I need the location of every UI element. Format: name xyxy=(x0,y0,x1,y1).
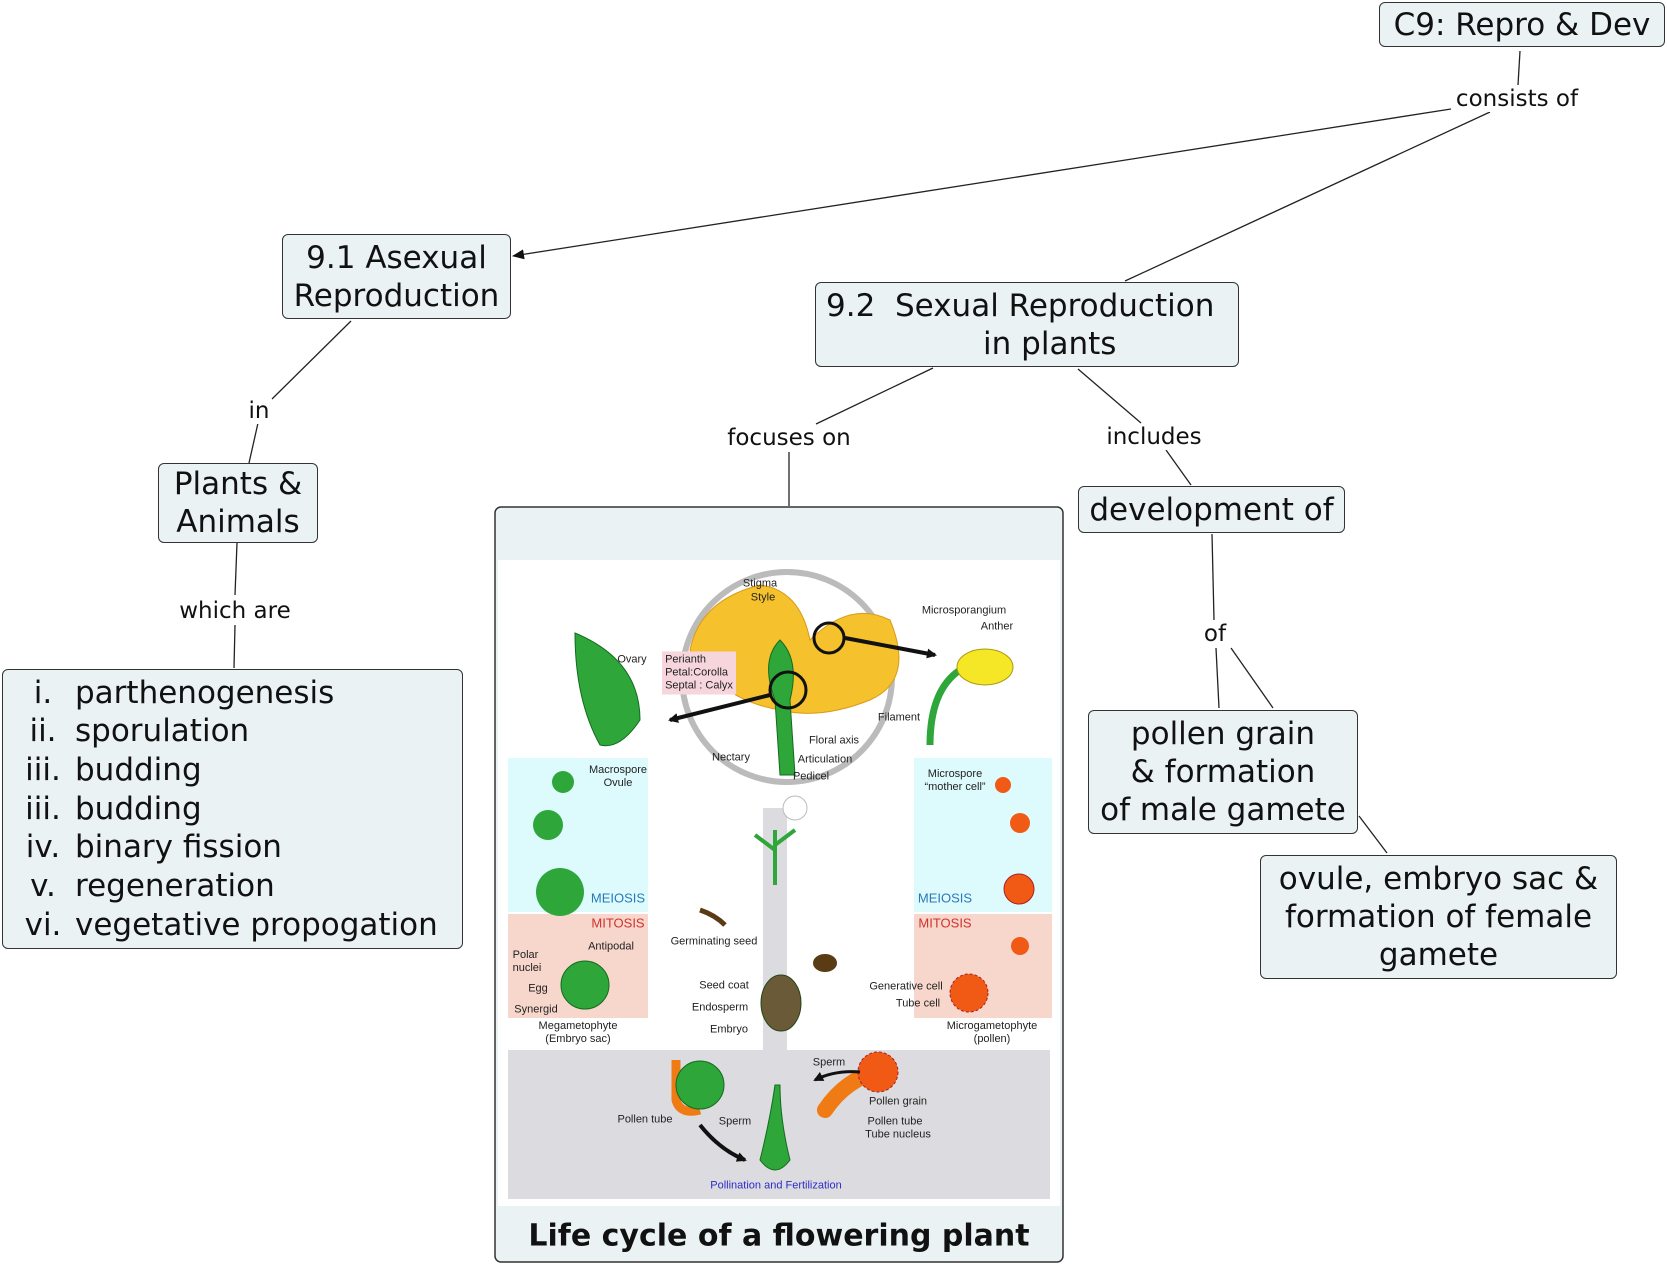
microspore-2 xyxy=(1010,813,1030,833)
label-microgametophyte: Microgametophyte (pollen) xyxy=(946,1020,1038,1045)
label-generative-cell: Generative cell xyxy=(869,980,943,993)
link-consists-of[interactable]: consists of xyxy=(1453,86,1581,112)
label-microsporangium: Microsporangium xyxy=(921,604,1007,617)
label-articulation: Articulation xyxy=(797,753,853,766)
label-antipodal: Antipodal xyxy=(588,940,634,953)
link-focuses-on[interactable]: focuses on xyxy=(725,425,853,451)
ovule-stage-1 xyxy=(552,771,574,793)
ovary-magnify-ring xyxy=(768,670,808,710)
label-tube-nucleus: Tube nucleus xyxy=(865,1128,931,1141)
pollen-tube-left xyxy=(671,1060,702,1116)
label-megametophyte: Megametophyte (Embryo sac) xyxy=(538,1020,618,1045)
label-pollen-tube-left: Pollen tube xyxy=(617,1113,673,1126)
node-root[interactable]: C9: Repro & Dev xyxy=(1379,2,1665,47)
line-of-ovule xyxy=(1230,647,1274,709)
line-of-pollen xyxy=(1215,647,1220,709)
anther-magnify-ring xyxy=(812,621,846,655)
anther-shape xyxy=(956,648,1014,686)
node-ovule-embryo-sac[interactable]: ovule, embryo sac & formation of female … xyxy=(1260,855,1617,979)
label-meiosis-right: MEIOSIS xyxy=(917,890,973,906)
label-perianth: Perianth Petal:Corolla Septal : Calyx xyxy=(662,651,736,695)
node-asexual-reproduction[interactable]: 9.1 Asexual Reproduction xyxy=(282,234,511,319)
pollen-grain-germinating xyxy=(857,1051,899,1093)
ovule-stage-3 xyxy=(536,868,584,916)
node-plants-animals[interactable]: Plants & Animals xyxy=(158,463,318,543)
microspore-1 xyxy=(995,777,1011,793)
line-sexual-includes xyxy=(1077,368,1142,424)
list-item: iii.budding xyxy=(25,751,202,788)
label-pollen-tube-right: Pollen tube xyxy=(867,1115,923,1128)
link-of[interactable]: of xyxy=(1201,621,1229,647)
ovary-shape xyxy=(574,632,641,747)
ovule-stage-2 xyxy=(533,810,563,840)
link-in[interactable]: in xyxy=(246,398,272,424)
line-development-of xyxy=(1211,533,1215,621)
link-includes[interactable]: includes xyxy=(1104,424,1204,450)
node-asexual-methods-list[interactable]: i.parthenogenesis ii.sporulation iii.bud… xyxy=(2,669,463,949)
label-synergid: Synergid xyxy=(514,1003,558,1016)
line-root-consists xyxy=(1517,50,1521,86)
list-item: v.regeneration xyxy=(30,868,275,905)
label-mitosis-left: MITOSIS xyxy=(591,915,645,931)
node-pollen-grain[interactable]: pollen grain & formation of male gamete xyxy=(1088,710,1358,834)
embryo-sac xyxy=(560,960,610,1010)
label-macrospore: Macrospore Ovule xyxy=(588,764,648,789)
arrow-consists-asexual xyxy=(512,108,1452,260)
label-style: Style xyxy=(750,591,776,604)
image-caption: Life cycle of a flowering plant xyxy=(528,1218,1030,1254)
label-endosperm: Endosperm xyxy=(691,1001,749,1014)
label-floral-axis: Floral axis xyxy=(808,734,860,747)
label-egg: Egg xyxy=(528,982,548,995)
label-ovary: Ovary xyxy=(617,653,647,666)
list-item: ii.sporulation xyxy=(29,713,250,750)
germinating-seed-shape xyxy=(699,907,727,927)
label-polar-nuclei: Polar nuclei xyxy=(512,949,542,974)
microspore-tetrad xyxy=(1003,873,1035,905)
line-plants-which xyxy=(234,542,238,596)
line-asexual-in xyxy=(271,320,352,400)
list-item: iv.binary fission xyxy=(25,829,282,866)
line-sexual-focuses xyxy=(815,367,934,425)
label-pollination: Pollination and Fertilization xyxy=(710,1179,842,1192)
link-which-are[interactable]: which are xyxy=(177,598,293,624)
label-meiosis-left: MEIOSIS xyxy=(590,890,646,906)
node-development-of[interactable]: development of xyxy=(1078,486,1345,533)
label-seed-coat: Seed coat xyxy=(699,979,749,992)
line-pollen-ovule xyxy=(1358,815,1388,854)
list-item: i.parthenogenesis xyxy=(33,674,335,711)
plant-flower xyxy=(782,795,808,821)
node-sexual-reproduction[interactable]: 9.2 Sexual Reproduction in plants xyxy=(815,282,1239,367)
line-consists-sexual xyxy=(1124,111,1491,282)
label-sperm-left: Sperm xyxy=(718,1115,752,1128)
microspore-3 xyxy=(1011,937,1029,955)
plant-shape xyxy=(753,828,797,885)
list-item: iii.budding xyxy=(25,790,202,827)
label-embryo: Embryo xyxy=(710,1023,748,1036)
seeds xyxy=(813,954,837,972)
label-tube-cell: Tube cell xyxy=(895,997,941,1010)
seed-shape xyxy=(760,974,802,1032)
label-pollen-grain: Pollen grain xyxy=(868,1095,928,1108)
label-microspore: Microspore “mother cell” xyxy=(924,768,986,793)
label-pedicel: Pedicel xyxy=(792,770,830,783)
label-mitosis-right: MITOSIS xyxy=(918,915,972,931)
filament-shape xyxy=(926,667,963,746)
label-filament: Filament xyxy=(877,711,921,724)
label-anther: Anther xyxy=(980,620,1014,633)
line-in-plants xyxy=(248,422,259,464)
list-item: vi.vegetative propogation xyxy=(24,906,438,943)
pistil-fertilization xyxy=(759,1084,791,1171)
line-which-list xyxy=(233,624,236,669)
line-includes-development xyxy=(1165,449,1192,486)
pollen-grain xyxy=(949,973,989,1013)
label-germinating-seed: Germinating seed xyxy=(670,935,758,948)
label-nectary: Nectary xyxy=(712,751,750,764)
label-stigma: Stigma xyxy=(742,577,778,590)
label-sperm-right: Sperm xyxy=(812,1056,846,1069)
ovule-fertilization xyxy=(675,1060,725,1110)
